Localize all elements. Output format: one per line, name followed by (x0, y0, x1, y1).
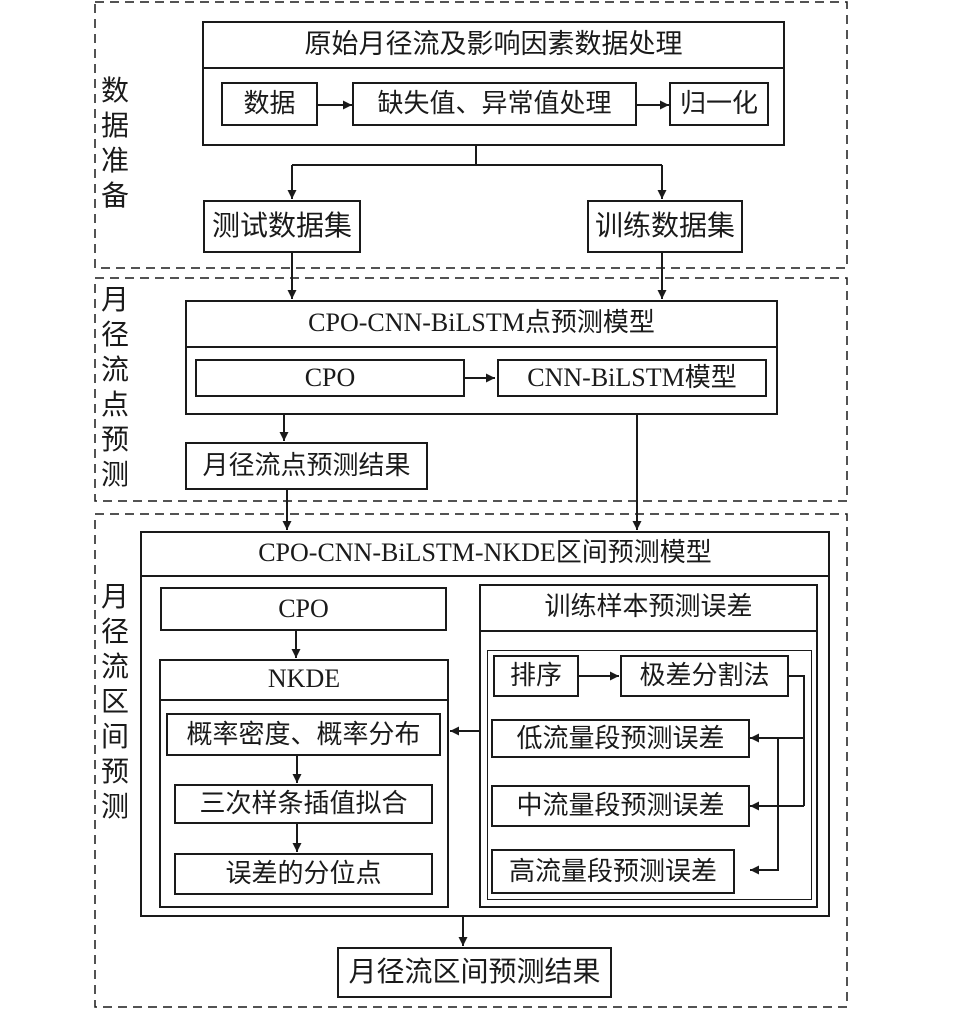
error-inner-container (487, 650, 812, 900)
stage-label-prep: 数据准备 (100, 76, 129, 212)
train-error-title: 训练样本预测误差 (481, 584, 816, 632)
nkde-title: NKDE (161, 659, 447, 701)
interval-result-box: 月径流区间预测结果 (337, 947, 612, 998)
high-error-box: 高流量段预测误差 (491, 849, 735, 894)
arrow-to-high-error (750, 737, 779, 875)
point-result-box: 月径流点预测结果 (185, 442, 428, 490)
stage-frame-prep (94, 1, 848, 269)
prep-container (202, 21, 785, 146)
train-set-box: 训练数据集 (587, 200, 743, 253)
sort-box: 排序 (493, 655, 579, 697)
interval-model-container (140, 531, 830, 917)
nkde-container (159, 659, 449, 908)
normalize-box: 归一化 (669, 82, 769, 126)
test-set-box: 测试数据集 (203, 200, 361, 253)
data-box: 数据 (221, 82, 318, 126)
spline-box: 三次样条插值拟合 (174, 784, 433, 824)
stage-label-point: 月径流点预测 (100, 285, 129, 491)
interval-cpo-box: CPO (160, 587, 447, 631)
stage-frame-point (94, 277, 848, 502)
quantile-box: 误差的分位点 (174, 853, 433, 895)
range-split-box: 极差分割法 (620, 655, 789, 697)
density-box: 概率密度、概率分布 (166, 713, 441, 756)
cnn-bilstm-box: CNN-BiLSTM模型 (497, 359, 767, 397)
point-cpo-box: CPO (195, 359, 465, 397)
train-error-container (479, 584, 818, 908)
mid-error-box: 中流量段预测误差 (491, 785, 750, 827)
point-model-title: CPO-CNN-BiLSTM点预测模型 (187, 300, 776, 348)
low-error-box: 低流量段预测误差 (491, 719, 750, 758)
prep-title: 原始月径流及影响因素数据处理 (204, 21, 783, 69)
range-split-branch (789, 675, 805, 806)
missing-outlier-box: 缺失值、异常值处理 (352, 82, 637, 126)
stage-label-interval: 月径流区间预测 (100, 582, 129, 823)
point-model-container (185, 300, 778, 415)
stage-frame-interval (94, 513, 848, 1008)
interval-model-title: CPO-CNN-BiLSTM-NKDE区间预测模型 (142, 531, 828, 577)
